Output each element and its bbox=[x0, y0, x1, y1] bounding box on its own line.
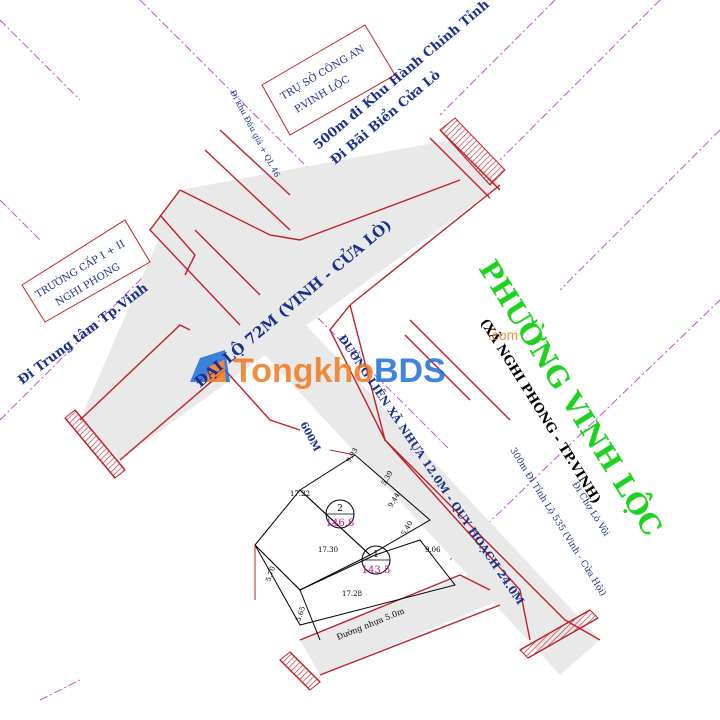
dim-17-30: 17.30 bbox=[318, 546, 338, 554]
lot-2-number: 2 bbox=[337, 504, 343, 514]
lot-boundaries-red bbox=[254, 449, 356, 600]
distance-600-label: 600M bbox=[297, 420, 322, 453]
lot-1-marker bbox=[361, 545, 391, 575]
school-box bbox=[21, 219, 151, 323]
grid-lines bbox=[0, 0, 720, 701]
watermark-brand: TongkhoBDS bbox=[233, 352, 446, 390]
lot-boundaries bbox=[254, 454, 456, 641]
dim-5-40: 5.40 bbox=[400, 519, 415, 537]
lot-2-area: 146.8 bbox=[326, 518, 355, 529]
road-end-caps bbox=[64, 117, 599, 691]
lot-2-marker bbox=[325, 499, 355, 529]
watermark-brand-blue: BDS bbox=[374, 352, 446, 390]
dim-5-65: 5.65 bbox=[294, 605, 307, 622]
dim-17-22: 17.22 bbox=[290, 490, 310, 498]
dim-9-06: 9.06 bbox=[425, 546, 441, 554]
police-box bbox=[261, 24, 396, 136]
ward-label: PHƯỜNG VINH LỘC bbox=[472, 253, 670, 542]
watermark-brand-orange: Tongkho bbox=[233, 352, 374, 390]
watermark-logo bbox=[190, 350, 230, 382]
dim-17-28: 17.28 bbox=[342, 590, 362, 598]
lot-1-number: 1 bbox=[373, 550, 379, 560]
watermark-suffix: .com bbox=[488, 327, 518, 343]
lot-1-area: 143.5 bbox=[362, 565, 391, 576]
